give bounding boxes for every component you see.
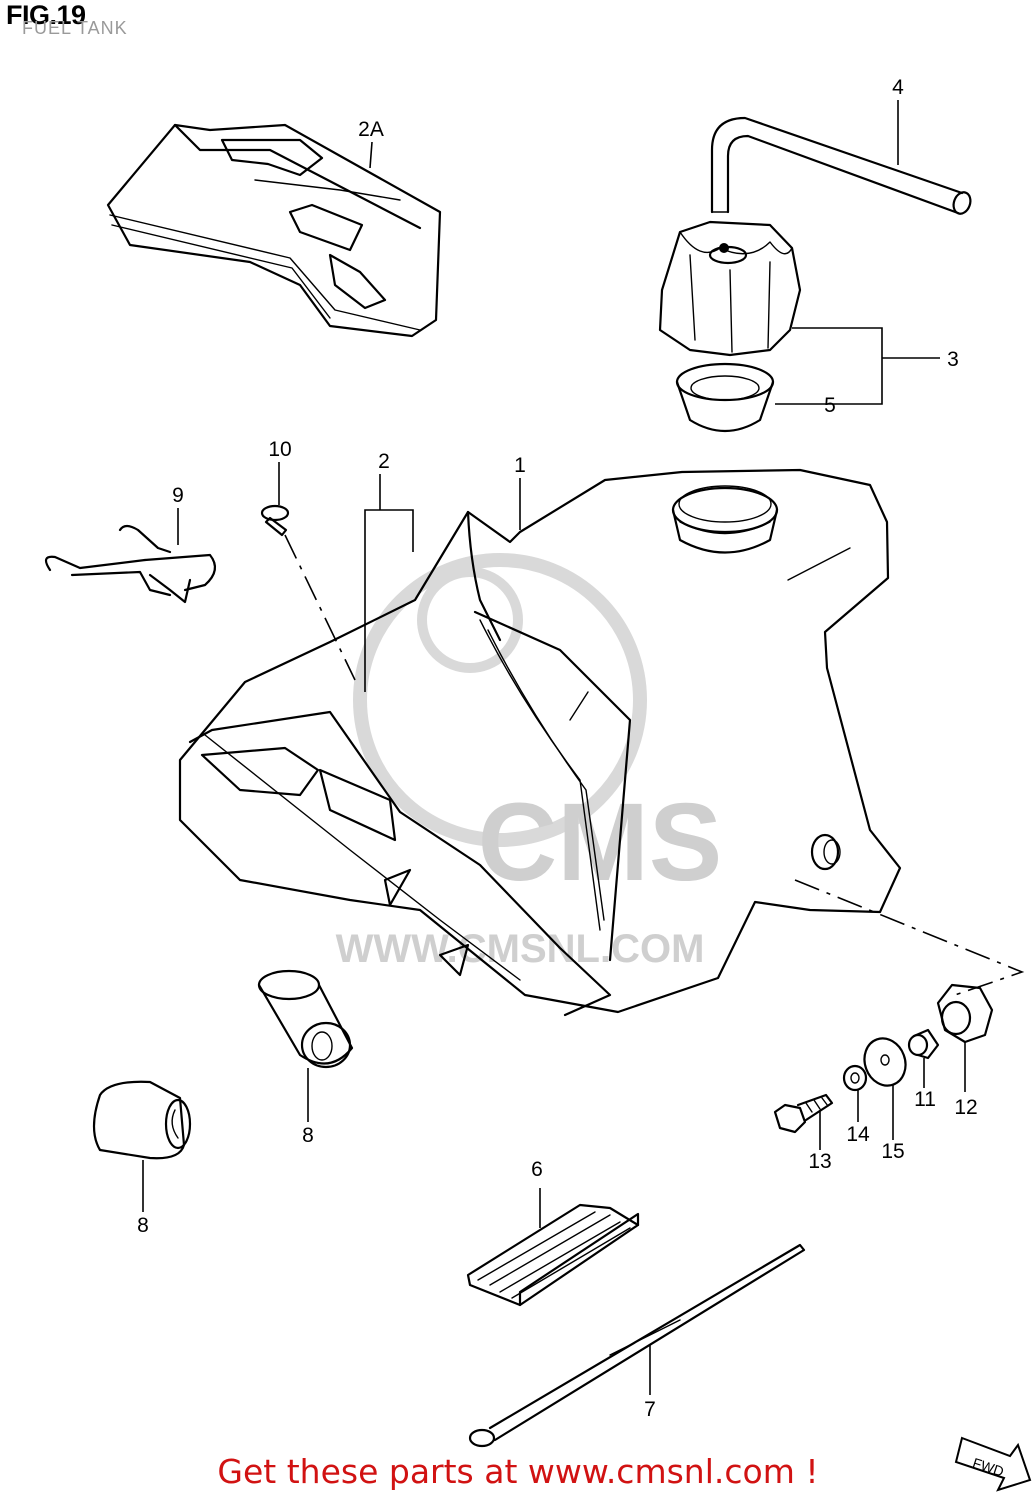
emblem-decal-part	[106, 123, 442, 338]
screw-part	[260, 504, 290, 537]
callout-13: 13	[808, 1150, 831, 1173]
cushion-part-upper	[257, 969, 354, 1069]
callout-2: 2	[378, 450, 390, 473]
callout-10: 10	[268, 438, 291, 461]
callout-2a: 2A	[358, 118, 384, 141]
figure-number: FIG.19	[6, 0, 86, 30]
callout-15: 15	[881, 1140, 904, 1163]
breather-hose-part	[710, 116, 972, 215]
callout-numbers: 2A 4 3 5 10 2 1 9 8 8 12 11 15 14 13 6 7	[137, 76, 978, 1421]
callout-1: 1	[514, 454, 526, 477]
watermark-brand: CMS	[478, 781, 722, 904]
cushion-strip-part	[466, 1203, 640, 1307]
cap-gasket-part	[675, 362, 775, 432]
figure-subtitle: FUEL TANK	[22, 18, 128, 38]
watermark: CMS WWW.CMSNL.COM	[336, 553, 722, 971]
callout-7: 7	[644, 1398, 656, 1421]
callout-12: 12	[954, 1096, 977, 1119]
lock-washer-part	[842, 1064, 868, 1092]
cushion-part-lower	[92, 1080, 192, 1160]
callout-6: 6	[531, 1158, 543, 1181]
leader-lines	[142, 100, 1025, 1395]
callout-11: 11	[914, 1088, 936, 1111]
footer-cta-link[interactable]: Get these parts at www.cmsnl.com !	[217, 1452, 819, 1491]
callout-9: 9	[172, 484, 184, 507]
bolt-part	[773, 1093, 834, 1134]
callout-8-upper: 8	[302, 1124, 314, 1147]
fuel-tank-part	[178, 468, 902, 1017]
fwd-arrow-badge: FWD	[954, 1436, 1032, 1492]
collar-part	[907, 1028, 940, 1060]
callout-8-lower: 8	[137, 1214, 149, 1237]
callout-5: 4	[892, 76, 904, 99]
watermark-url: WWW.CMSNL.COM	[336, 927, 705, 971]
callout-4: 5	[824, 394, 836, 417]
washer-part	[863, 1037, 907, 1087]
damper-part	[936, 983, 994, 1044]
callout-14: 14	[846, 1123, 870, 1146]
fuel-cap-part	[658, 220, 802, 357]
callout-3: 3	[947, 348, 959, 371]
cable-tie-part	[468, 1243, 806, 1448]
hose-clamp-part	[44, 524, 217, 604]
